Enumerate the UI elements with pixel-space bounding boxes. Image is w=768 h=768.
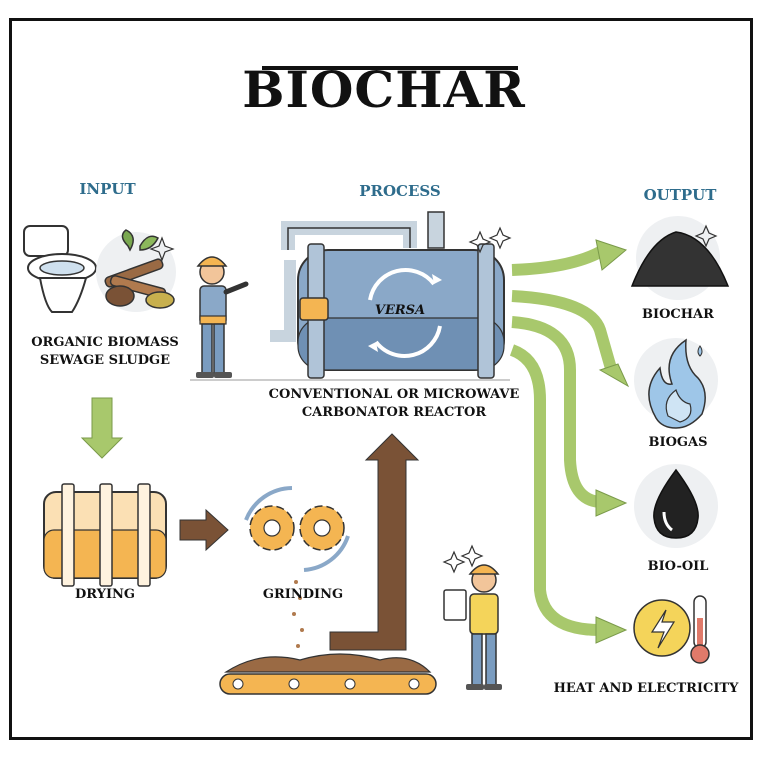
grinding-label: GRINDING [262,587,344,602]
reactor-brand-label: VERSA [375,303,425,318]
electricity-thermometer-icon [633,595,710,664]
reactor-label-line1: CONVENTIONAL OR MICROWAVE [268,387,520,402]
down-arrow [80,397,124,459]
toilet-icon [23,225,97,313]
brown-arrow-right [179,508,229,552]
output-biogas-label: BIOGAS [648,435,708,450]
reactor-label-line2: CARBONATOR REACTOR [301,405,487,420]
output-arrows [509,246,618,636]
oil-drop-icon [634,464,718,548]
drying-tank-icon [43,483,167,587]
flame-icon [634,338,718,429]
worker-clipboard-icon [442,544,502,690]
output-heat-label: HEAT AND ELECTRICITY [553,681,739,696]
worker-icon [196,256,249,378]
drying-label: DRYING [74,587,136,602]
biomass-icon [96,229,176,312]
title-overline [262,66,518,70]
output-bio-oil-label: BIO-OIL [647,559,709,574]
heading-input: INPUT [79,180,136,198]
gears-icon [244,486,350,648]
reactor-label: CONVENTIONAL OR MICROWAVE CARBONATOR REA… [262,386,526,422]
heading-output: OUTPUT [643,186,717,204]
reactor-icon [297,226,512,379]
input-label-line1: ORGANIC BIOMASS [31,335,179,350]
input-label: ORGANIC BIOMASS SEWAGE SLUDGE [20,334,190,370]
diagram-title: BIOCHAR [242,60,526,119]
reactor-pipes [270,211,445,342]
biochar-pile-icon [630,216,730,300]
heading-process: PROCESS [359,182,441,200]
conveyor-icon [219,653,437,695]
brown-arrow-up [329,433,420,651]
output-biochar-label: BIOCHAR [642,307,714,322]
input-label-line2: SEWAGE SLUDGE [39,353,171,368]
